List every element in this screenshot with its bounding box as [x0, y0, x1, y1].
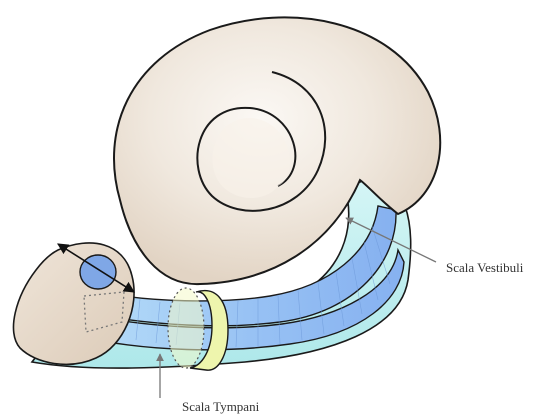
- ring-dotted-outline: [168, 288, 204, 368]
- yellow-ring: [168, 288, 228, 370]
- scala-vestibuli-label: Scala Vestibuli: [446, 260, 524, 275]
- round-window: [80, 255, 116, 289]
- scala-tympani-label: Scala Tympani: [182, 399, 260, 414]
